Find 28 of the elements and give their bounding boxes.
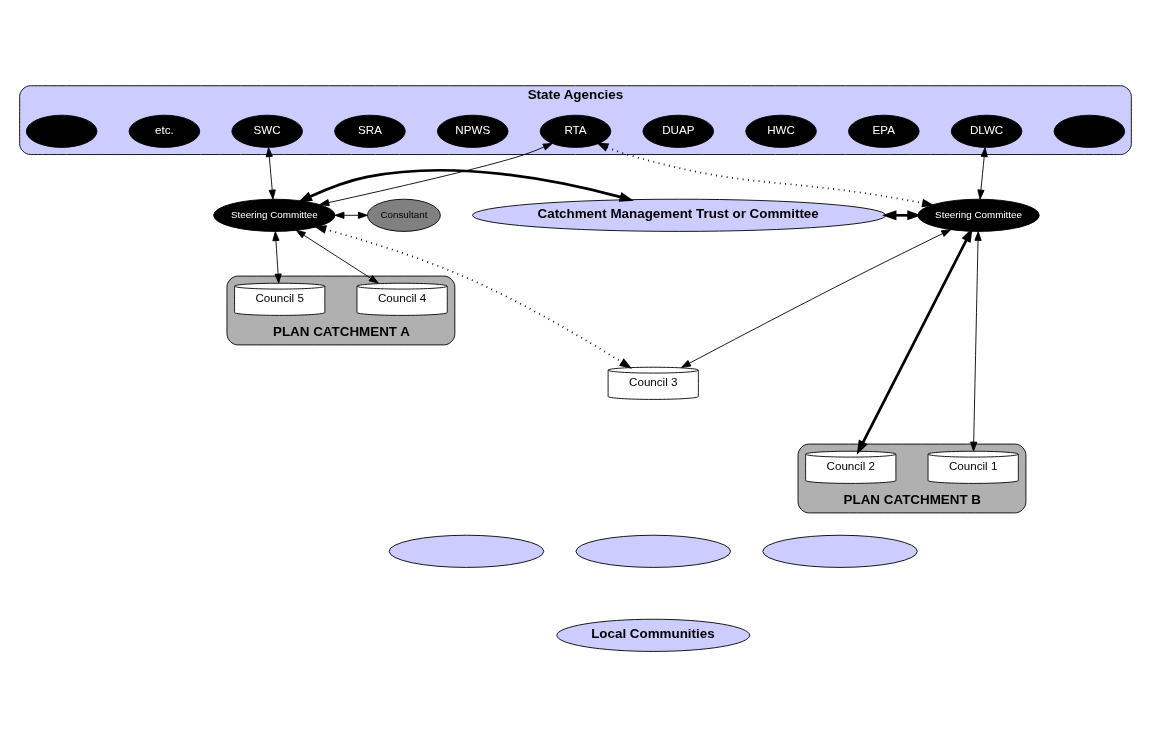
arrow: [272, 230, 282, 283]
node-ellipse: etc.: [128, 114, 201, 148]
node-ellipse: DLWC: [950, 114, 1023, 148]
node-ellipse: [25, 114, 98, 148]
arrow: [977, 146, 988, 199]
node-ellipse: SWC: [231, 114, 303, 148]
arrow: [265, 146, 276, 199]
arrow: [297, 168, 634, 202]
node-ellipse: Consultant: [367, 198, 441, 232]
arrow: [334, 211, 368, 219]
node-ellipse: Local Communities: [556, 618, 751, 652]
node-ellipse: [762, 534, 918, 568]
node-ellipse: [1053, 114, 1126, 148]
arrow: [596, 142, 935, 207]
arrow: [295, 229, 379, 284]
node-ellipse: HWC: [745, 114, 817, 148]
node-ellipse: NPWS: [437, 114, 509, 148]
arrow: [313, 224, 632, 369]
node-ellipse: EPA: [848, 114, 920, 148]
arrow: [319, 142, 553, 206]
arrow: [856, 227, 973, 455]
arrow: [681, 228, 952, 368]
node-ellipse: SRA: [334, 114, 406, 148]
node-ellipse: [388, 534, 545, 568]
node-ellipse: [575, 534, 731, 568]
arrow: [970, 230, 982, 451]
node-ellipse: Catchment Management Trust or Committee: [472, 198, 887, 232]
node-ellipse: DUAP: [642, 114, 714, 148]
